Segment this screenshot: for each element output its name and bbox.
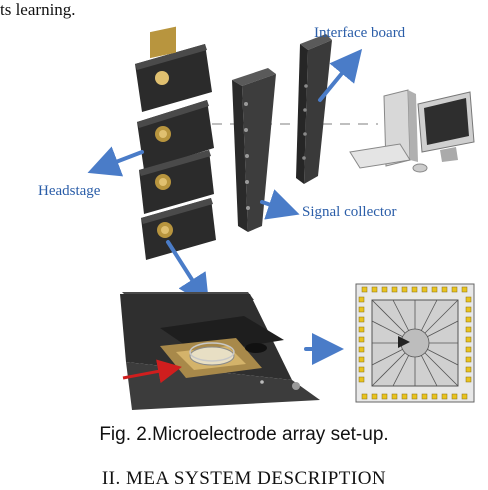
- signal-collector-device: [232, 68, 276, 232]
- label-headstage: Headstage: [38, 183, 101, 199]
- section-heading: II. MEA SYSTEM DESCRIPTION: [101, 468, 387, 489]
- mea-dock-photo: [120, 292, 320, 410]
- label-interface-board: Interface board: [314, 25, 406, 41]
- headstage-board-4: [141, 198, 216, 260]
- headstage-board-3: [139, 150, 214, 214]
- computer-icon: [349, 89, 475, 173]
- figure-caption: Fig. 2.Microelectrode array set-up.: [99, 424, 389, 445]
- headstage-board-1: [135, 26, 212, 112]
- red-arrow: [122, 359, 182, 384]
- headstage-board-2: [137, 100, 214, 170]
- interface-board-device: [296, 34, 332, 184]
- body-text-fragment: ts learning.: [0, 0, 76, 19]
- mea-chip-image: [355, 283, 475, 403]
- label-signal-collector: Signal collector: [302, 204, 397, 220]
- blue-arrows: [87, 48, 363, 365]
